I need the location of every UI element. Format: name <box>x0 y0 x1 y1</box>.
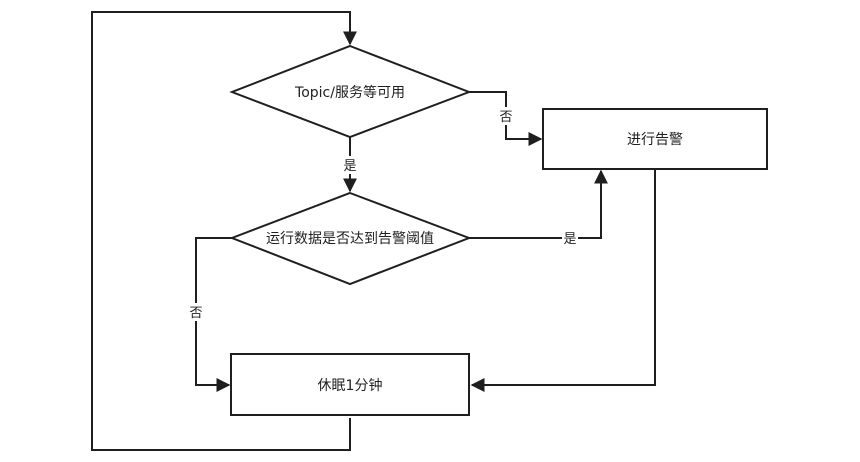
process-alert-label: 进行告警 <box>627 132 683 148</box>
decision-threshold-reached <box>229 191 472 286</box>
decision-service-available <box>229 44 472 139</box>
edge-threshold-no-label: 否 <box>189 306 202 321</box>
edge-threshold-yes <box>469 169 608 239</box>
process-alert <box>542 108 768 170</box>
edge-service-yes-label: 是 <box>343 159 356 174</box>
decision-threshold-reached-label: 运行数据是否达到告警阈值 <box>266 231 434 247</box>
edge-threshold-yes-label: 是 <box>563 232 576 247</box>
process-sleep <box>230 353 470 416</box>
decision-service-available-label: Topic/服务等可用 <box>294 84 405 101</box>
edge-alert-to-sleep <box>470 169 656 392</box>
edge-service-no-label: 否 <box>499 110 512 125</box>
process-sleep-label: 休眠1分钟 <box>318 377 383 394</box>
edge-loop-back <box>91 11 357 451</box>
